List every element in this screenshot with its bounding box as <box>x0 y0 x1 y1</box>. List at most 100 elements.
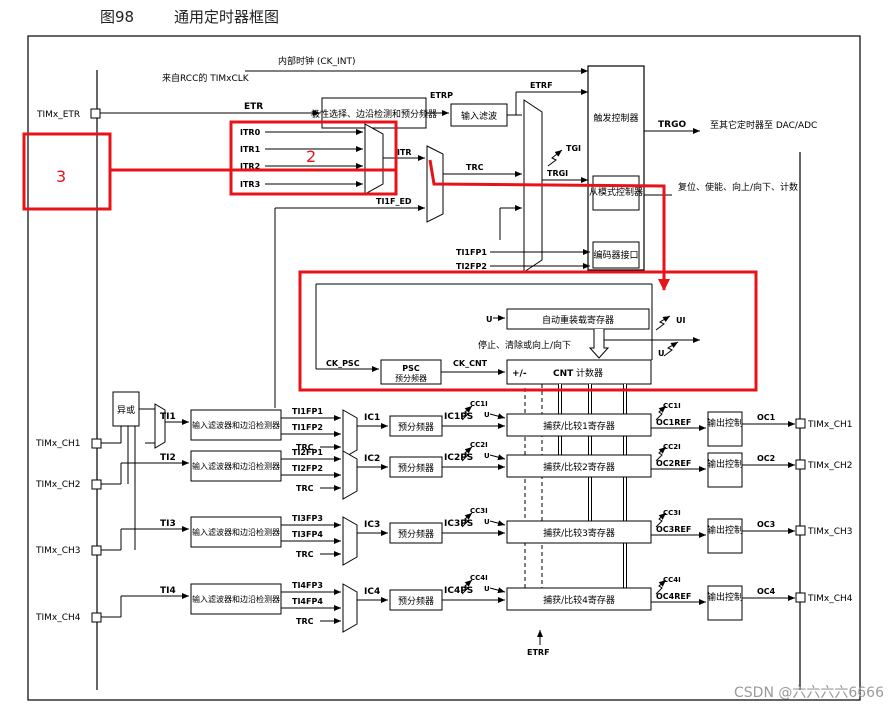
output-ctrl-label: 输出控制 <box>707 524 743 536</box>
ocref-label: OC1REF <box>656 418 691 427</box>
etr-pin-label: TIMx_ETR <box>36 110 80 120</box>
ti1fp1-label: TI1FP1 <box>456 248 487 257</box>
icps-label: IC4PS <box>444 586 473 596</box>
output-ctrl-block <box>707 452 743 488</box>
psc-name: PSC <box>402 364 420 373</box>
input-pin-label: TIMx_CH2 <box>35 480 81 490</box>
cci-arrow <box>461 405 473 421</box>
channel-3: TIMx_CH3TI3输入滤波器和边沿检测器TI3FP3TI3FP4TRCIC3… <box>35 507 853 566</box>
cnt-dir: +/- <box>512 369 527 379</box>
ocref-label: OC2REF <box>656 459 691 468</box>
ti2fp2-label: TI2FP2 <box>456 262 487 271</box>
psc-label: 预分频器 <box>395 373 427 383</box>
output-ctrl-block <box>707 585 743 621</box>
fp-a-label: TI3FP3 <box>292 514 323 523</box>
itr1-label: ITR1 <box>240 145 261 154</box>
input-pin <box>91 545 102 556</box>
cci-label: CC4I <box>470 574 488 582</box>
ic-mux <box>342 583 358 633</box>
cc-u-line <box>489 454 506 461</box>
cc-u-line <box>489 413 506 420</box>
output-ctrl-block <box>707 411 743 447</box>
filter-label: 输入滤波器和边沿检测器 <box>192 527 280 537</box>
ocref-label: OC3REF <box>656 525 691 534</box>
tgi-arrow <box>547 149 563 167</box>
tgi-label: TGI <box>566 144 581 153</box>
output-pin-label: TIMx_CH2 <box>807 461 853 471</box>
cci-out-arrow <box>655 446 667 462</box>
arr-to-cnt-arrow <box>588 329 610 359</box>
cci-arrow <box>461 512 473 528</box>
cci-label: CC2I <box>470 441 488 449</box>
ck-int-label: 内部时钟 (CK_INT) <box>278 55 355 67</box>
ti-label: TI2 <box>160 453 176 463</box>
cc-u-label: U <box>484 411 490 419</box>
output-pin <box>795 592 806 603</box>
etrf-bottom-label: ETRF <box>527 648 550 657</box>
ck-cnt-label: CK_CNT <box>453 359 488 368</box>
input-pin <box>91 612 102 623</box>
slave-outputs-label: 复位、使能、向上/向下、计数 <box>678 181 798 193</box>
annotation-arrow <box>428 159 670 291</box>
trc-label: TRC <box>296 484 314 493</box>
output-pin <box>795 525 806 536</box>
cci-out-label: CC1I <box>663 402 681 410</box>
capture-label: 捕获/比较4寄存器 <box>543 594 615 606</box>
fp-b-label: TI4FP4 <box>292 597 323 606</box>
etrf-label: ETRF <box>530 81 553 90</box>
etr-label: ETR <box>244 102 263 112</box>
output-pin-label: TIMx_CH1 <box>807 420 853 430</box>
ocref-label: OC4REF <box>656 592 691 601</box>
u2-label: U <box>658 349 665 358</box>
cci-out-arrow <box>655 579 667 595</box>
ic-label: IC2 <box>364 454 380 464</box>
cci-out-label: CC2I <box>663 443 681 451</box>
cci-out-arrow <box>655 512 667 528</box>
slave-mode-block <box>592 175 640 211</box>
fp-a-label: TI1FP1 <box>292 407 323 416</box>
output-pin-label: TIMx_CH3 <box>807 527 853 537</box>
slave-mode-label: 从模式控制器 <box>589 186 643 198</box>
output-ctrl-label: 输出控制 <box>707 458 743 470</box>
itr0-label: ITR0 <box>240 128 261 137</box>
capture-label: 捕获/比较3寄存器 <box>543 527 615 539</box>
filter-block <box>190 409 282 441</box>
ti-label: TI3 <box>160 519 176 529</box>
ck-psc-label: CK_PSC <box>326 359 360 368</box>
itr-label: ITR <box>397 148 412 157</box>
input-pin <box>91 479 102 490</box>
cnt-label: 计数器 <box>576 367 603 379</box>
encoder-label: 编码器接口 <box>593 249 638 261</box>
input-pin-label: TIMx_CH3 <box>35 546 81 556</box>
annotation-3: 3 <box>56 167 66 186</box>
figure-title: 通用定时器框图 <box>174 8 280 26</box>
xor-label: 异或 <box>117 404 135 416</box>
filter-block <box>190 583 282 615</box>
icps-label: IC2PS <box>444 453 473 463</box>
fp-a-label: TI4FP3 <box>292 581 323 590</box>
ic-prescaler-label: 预分频器 <box>398 421 434 433</box>
cci-out-label: CC3I <box>663 509 681 517</box>
fp-a-label: TI2FP1 <box>292 448 323 457</box>
trigger-controller-block <box>587 65 645 271</box>
trgi-label: TRGI <box>547 169 568 178</box>
cci-label: CC1I <box>470 400 488 408</box>
oc-label: OC4 <box>757 587 776 596</box>
capture-block <box>506 520 652 544</box>
ic-mux <box>342 516 358 566</box>
fp-b-label: TI2FP2 <box>292 464 323 473</box>
ic-mux <box>342 450 358 500</box>
itr2-label: ITR2 <box>240 162 260 171</box>
channel-4: TIMx_CH4TI4输入滤波器和边沿检测器TI4FP3TI4FP4TRCIC4… <box>35 574 853 633</box>
cnt-name: CNT <box>553 369 574 379</box>
capture-label: 捕获/比较1寄存器 <box>543 420 615 432</box>
output-pin-label: TIMx_CH4 <box>807 594 853 604</box>
psc-block <box>380 359 442 385</box>
arr-label: 自动重装载寄存器 <box>542 314 614 326</box>
outer-frame <box>27 35 861 701</box>
ti-label: TI1 <box>160 412 176 422</box>
capture-label: 捕获/比较2寄存器 <box>543 461 615 473</box>
cc-u-label: U <box>484 452 490 460</box>
cci-out-arrow <box>655 405 667 421</box>
